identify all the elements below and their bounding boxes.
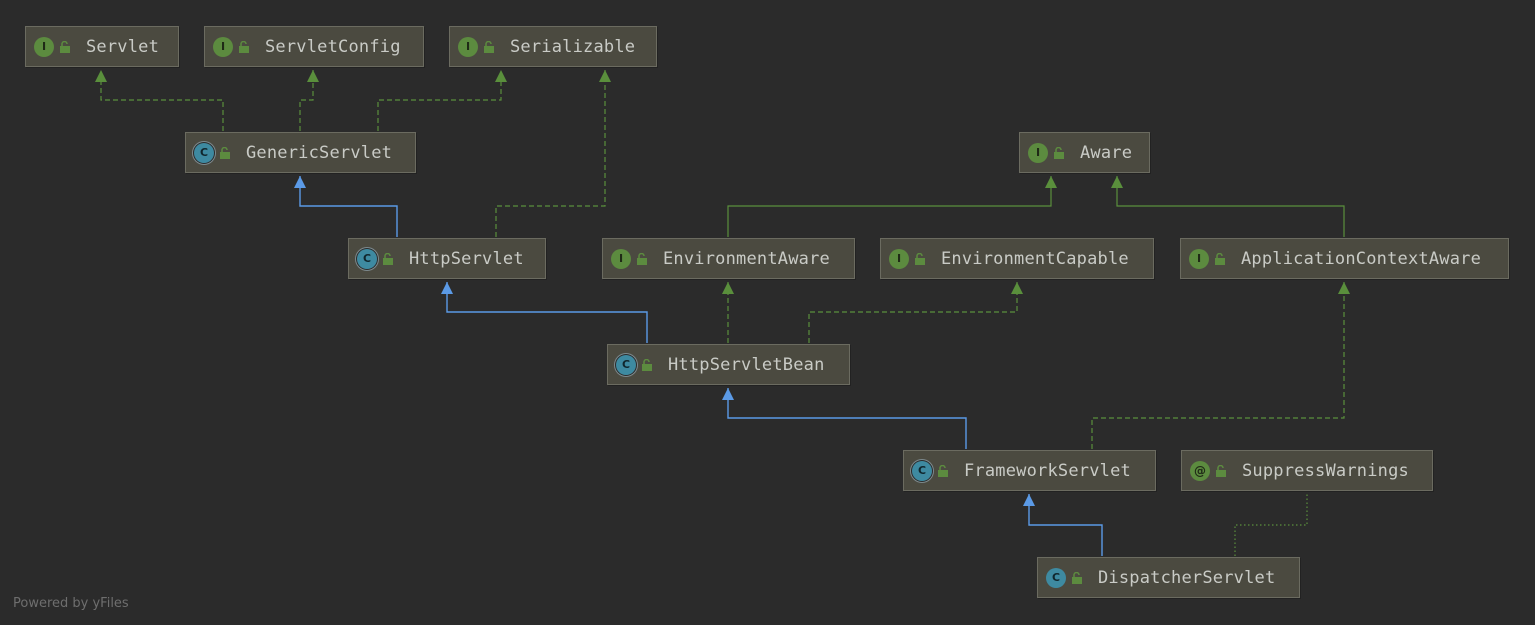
edge-environmentaware-aware [727,176,1057,237]
edge-genericservlet-serializable [377,70,507,131]
unlocked-icon [383,252,393,265]
node-environmentaware[interactable]: I EnvironmentAware [602,238,855,279]
node-servlet[interactable]: I Servlet [25,26,179,67]
unlocked-icon [1072,571,1082,584]
node-label: DispatcherServlet [1098,567,1276,588]
node-label: GenericServlet [246,142,393,163]
edge-genericservlet-servlet [95,70,224,131]
abstract-class-icon: C [357,248,377,269]
node-label: ApplicationContextAware [1241,248,1482,269]
powered-by-credit: Powered by yFiles [13,596,129,611]
node-label: EnvironmentCapable [941,248,1129,269]
abstract-class-icon: C [194,142,214,163]
node-servletconfig[interactable]: I ServletConfig [204,26,424,67]
edge-dispatcherservlet-suppresswarnings [1234,494,1308,556]
unlocked-icon [239,40,249,53]
node-applicationcontextaware[interactable]: I ApplicationContextAware [1180,238,1509,279]
edge-dispatcherservlet-frameworkservlet [1023,494,1103,556]
node-genericservlet[interactable]: C GenericServlet [185,132,416,173]
node-suppresswarnings[interactable]: @ SuppressWarnings [1181,450,1433,491]
edge-httpservlet-genericservlet [294,176,398,237]
abstract-class-icon: C [616,354,636,375]
annotation-icon: @ [1190,460,1210,481]
node-dispatcherservlet[interactable]: C DispatcherServlet [1037,557,1300,598]
node-label: Serializable [510,36,636,57]
edge-genericservlet-servletconfig [299,70,319,131]
interface-icon: I [889,248,909,269]
unlocked-icon [938,464,948,477]
unlocked-icon [1054,146,1064,159]
unlocked-icon [637,252,647,265]
node-label: Servlet [86,36,160,57]
node-label: Aware [1080,142,1133,163]
edge-httpservletbean-environmentcapable [808,282,1023,343]
node-aware[interactable]: I Aware [1019,132,1150,173]
unlocked-icon [915,252,925,265]
edge-frameworkservlet-httpservletbean [722,388,967,449]
interface-icon: I [1189,248,1209,269]
node-label: HttpServletBean [668,354,825,375]
unlocked-icon [642,358,652,371]
unlocked-icon [484,40,494,53]
node-label: ServletConfig [265,36,401,57]
unlocked-icon [1215,252,1225,265]
node-label: EnvironmentAware [663,248,830,269]
node-httpservletbean[interactable]: C HttpServletBean [607,344,850,385]
abstract-class-icon: C [912,460,932,481]
unlocked-icon [220,146,230,159]
node-frameworkservlet[interactable]: C FrameworkServlet [903,450,1156,491]
unlocked-icon [60,40,70,53]
interface-icon: I [1028,142,1048,163]
interface-icon: I [611,248,631,269]
edge-frameworkservlet-applicationcontextaware [1091,282,1350,449]
node-label: SuppressWarnings [1242,460,1409,481]
class-icon: C [1046,567,1066,588]
interface-icon: I [458,36,478,57]
unlocked-icon [1216,464,1226,477]
edge-httpservlet-serializable [495,70,611,237]
interface-icon: I [213,36,233,57]
node-label: HttpServlet [409,248,524,269]
edge-httpservletbean-httpservlet [441,282,648,343]
interface-icon: I [34,36,54,57]
node-label: FrameworkServlet [964,460,1131,481]
node-httpservlet[interactable]: C HttpServlet [348,238,546,279]
node-serializable[interactable]: I Serializable [449,26,657,67]
node-environmentcapable[interactable]: I EnvironmentCapable [880,238,1154,279]
edge-applicationcontextaware-aware [1111,176,1345,237]
